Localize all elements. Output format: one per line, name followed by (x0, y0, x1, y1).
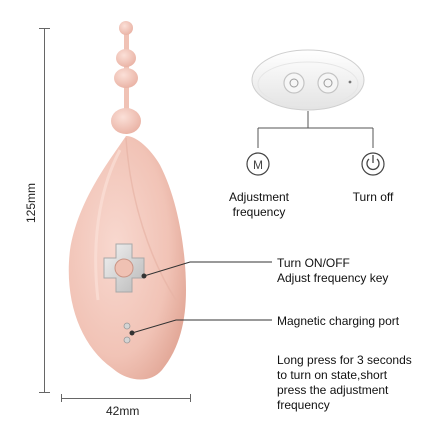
svg-text:M: M (253, 158, 263, 172)
power-icon (361, 152, 385, 176)
adjustment-frequency-line1: Adjustment (228, 190, 290, 204)
turn-off-label: Turn off (352, 190, 394, 204)
m-mode-icon: M (246, 152, 270, 176)
button-callout-line2: Adjust frequency key (277, 271, 389, 285)
remote-control-graphic (251, 49, 365, 111)
charging-port-callout: Magnetic charging port (277, 314, 400, 328)
button-callout: Turn ON/OFF Adjust frequency key (277, 256, 388, 286)
adjustment-frequency-label: Adjustment frequency (226, 190, 292, 220)
instructions-line1: Long press for 3 seconds (277, 353, 412, 367)
charging-port-graphic (123, 322, 131, 344)
adjustment-frequency-line2: frequency (232, 205, 286, 219)
power-button-graphic (103, 243, 145, 293)
instructions-line2: to turn on state,short (277, 368, 388, 382)
width-label: 42mm (106, 404, 140, 418)
instructions-line4: frequency (277, 398, 330, 412)
antenna-beads (111, 21, 141, 134)
instructions-line3: press the adjustment (277, 383, 389, 397)
instructions-text: Long press for 3 seconds to turn on stat… (277, 353, 433, 413)
button-callout-line1: Turn ON/OFF (277, 256, 350, 270)
